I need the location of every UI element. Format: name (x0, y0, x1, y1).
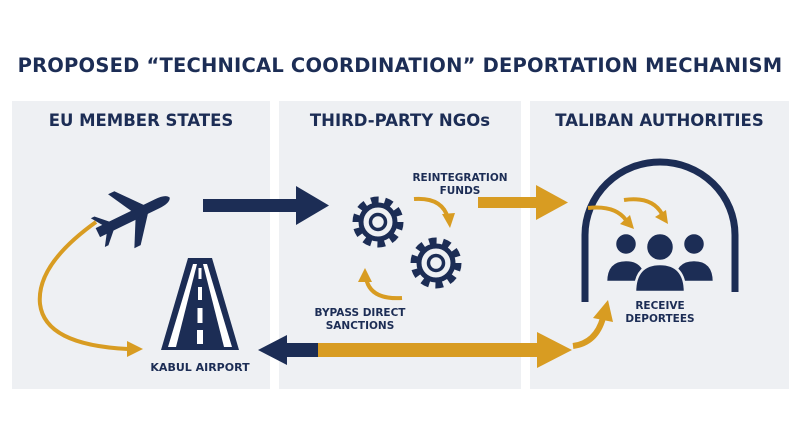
bypass-line-1: BYPASS DIRECT (314, 307, 406, 319)
sanctions-cycle-arrow (358, 268, 403, 301)
kabul-airport-label: KABUL AIRPORT (140, 361, 260, 374)
return-deportation-arrow (258, 332, 572, 368)
kabul-airport-text: KABUL AIRPORT (150, 361, 250, 374)
receive-line-2: DEPORTEES (625, 313, 695, 325)
receive-deportees-label: RECEIVE DEPORTEES (600, 300, 720, 326)
deportees-up-arrow (572, 300, 613, 349)
panel-title-taliban: TALIBAN AUTHORITIES (555, 111, 764, 130)
deportees-group-icon (604, 231, 716, 294)
ngo-to-taliban-arrow (478, 185, 568, 220)
panel-title-eu: EU MEMBER STATES (48, 111, 234, 130)
plane-to-airport-arrow (37, 220, 143, 357)
reintegration-funds-label: REINTEGRATION FUNDS (400, 172, 520, 198)
eu-to-ngo-arrow (203, 186, 329, 225)
reintegration-line-2: FUNDS (439, 185, 481, 197)
bypass-line-2: SANCTIONS (325, 320, 395, 332)
bypass-sanctions-label: BYPASS DIRECT SANCTIONS (300, 307, 420, 333)
reintegration-line-1: REINTEGRATION (412, 172, 508, 184)
gears-icon (356, 200, 458, 285)
panel-title-ngos: THIRD-PARTY NGOs (309, 111, 491, 130)
funds-cycle-arrow (413, 196, 455, 228)
intake-arrows (587, 197, 668, 229)
airplane-icon (90, 191, 170, 249)
panel-third-party-ngos (279, 101, 521, 389)
diagram-title: PROPOSED “TECHNICAL COORDINATION” DEPORT… (17, 54, 783, 77)
runway-icon (161, 258, 239, 350)
receive-line-1: RECEIVE (635, 300, 685, 312)
